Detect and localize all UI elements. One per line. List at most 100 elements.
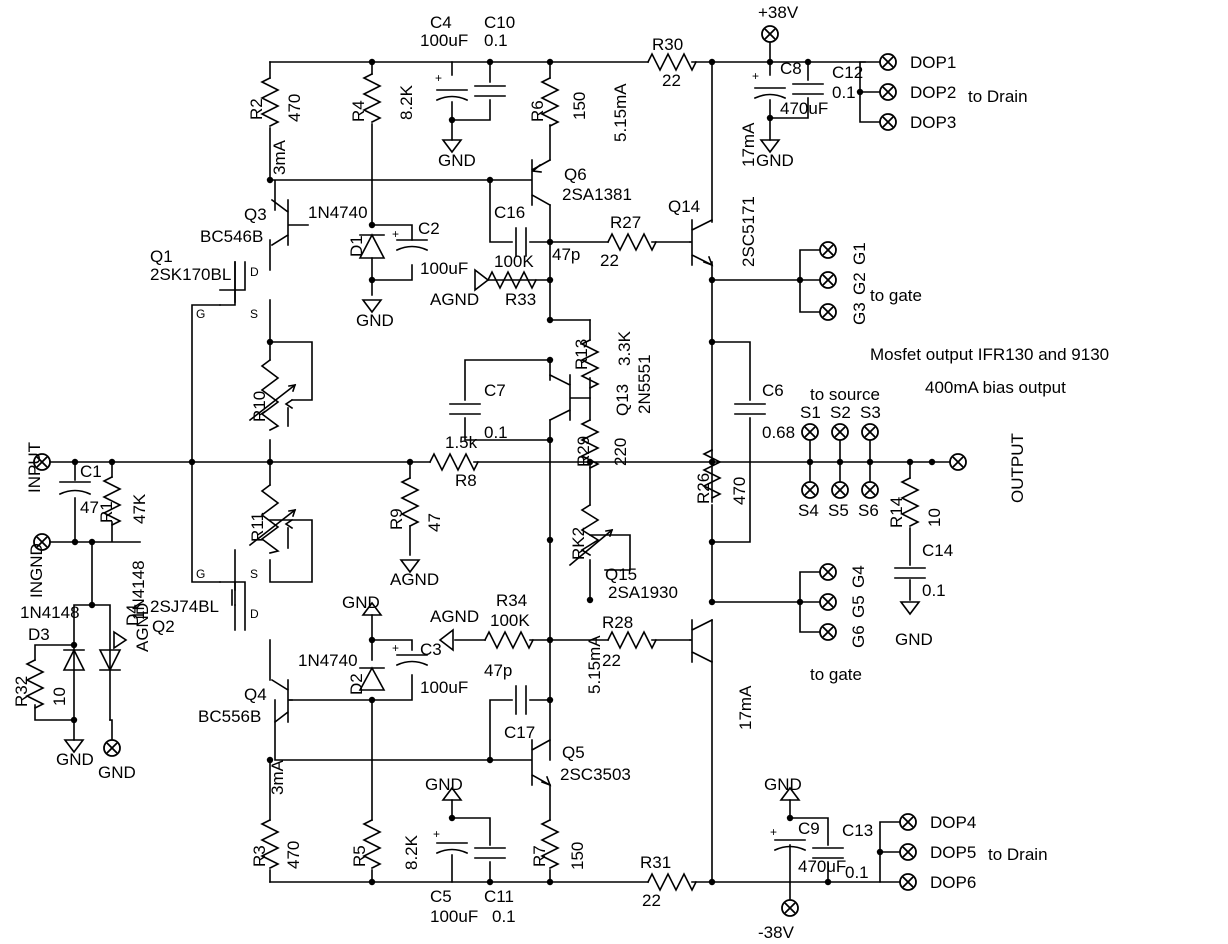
svg-text:AGND: AGND <box>430 607 479 626</box>
transistor-symbols <box>219 158 714 787</box>
svg-text:R8: R8 <box>455 471 477 490</box>
svg-text:2SJ74BL: 2SJ74BL <box>150 597 219 616</box>
svg-text:0.1: 0.1 <box>484 423 508 442</box>
svg-text:G4: G4 <box>849 565 868 588</box>
svg-text:Q4: Q4 <box>244 685 267 704</box>
svg-text:S4: S4 <box>798 501 819 520</box>
svg-text:470: 470 <box>285 94 304 122</box>
svg-text:D: D <box>250 607 259 621</box>
svg-text:100K: 100K <box>490 611 530 630</box>
svg-text:G3: G3 <box>850 302 869 325</box>
svg-text:R6: R6 <box>528 100 547 122</box>
svg-text:GND: GND <box>98 763 136 782</box>
svg-text:DOP1: DOP1 <box>910 53 956 72</box>
svg-text:R30: R30 <box>652 35 683 54</box>
svg-text:D3: D3 <box>28 625 50 644</box>
svg-text:Q2: Q2 <box>152 617 175 636</box>
svg-text:C8: C8 <box>780 59 802 78</box>
svg-text:AGND: AGND <box>430 290 479 309</box>
svg-text:R2: R2 <box>247 98 266 120</box>
svg-text:2SA1381: 2SA1381 <box>562 185 632 204</box>
svg-text:3.3K: 3.3K <box>615 330 634 366</box>
svg-text:Q14: Q14 <box>668 197 700 216</box>
svg-text:C12: C12 <box>832 63 863 82</box>
svg-text:Q13: Q13 <box>613 384 632 416</box>
svg-text:R33: R33 <box>505 290 536 309</box>
svg-text:Q6: Q6 <box>564 165 587 184</box>
svg-text:22: 22 <box>642 891 661 910</box>
svg-text:R13: R13 <box>572 339 591 370</box>
svg-text:22: 22 <box>600 251 619 270</box>
svg-text:D1: D1 <box>347 235 366 257</box>
svg-text:GND: GND <box>764 775 802 794</box>
svg-text:47: 47 <box>80 498 99 517</box>
svg-text:GND: GND <box>356 311 394 330</box>
svg-text:S: S <box>250 567 258 581</box>
svg-text:GND: GND <box>342 593 380 612</box>
svg-text:BC556B: BC556B <box>198 707 261 726</box>
svg-text:R1: R1 <box>97 501 116 523</box>
svg-text:10: 10 <box>50 687 69 706</box>
svg-text:R9: R9 <box>387 508 406 530</box>
svg-text:150: 150 <box>570 92 589 120</box>
svg-text:Q1: Q1 <box>150 247 173 266</box>
svg-text:C1: C1 <box>80 462 102 481</box>
svg-text:C3: C3 <box>420 640 442 659</box>
input-label: INPUT <box>25 442 44 493</box>
svg-text:+: + <box>392 641 399 655</box>
svg-text:to gate: to gate <box>810 665 862 684</box>
svg-text:22: 22 <box>602 651 621 670</box>
svg-text:220: 220 <box>611 438 630 466</box>
svg-text:100uF: 100uF <box>420 31 468 50</box>
svg-text:Mosfet output IFR130 and 9130: Mosfet output IFR130 and 9130 <box>870 345 1109 364</box>
svg-text:R10: R10 <box>250 391 269 422</box>
svg-text:S5: S5 <box>828 501 849 520</box>
svg-text:5.15mA: 5.15mA <box>585 635 604 694</box>
output-label: OUTPUT <box>1008 433 1027 503</box>
svg-text:2SC5171: 2SC5171 <box>739 196 758 267</box>
svg-text:0.1: 0.1 <box>832 83 856 102</box>
svg-text:3mA: 3mA <box>268 759 287 795</box>
svg-text:22: 22 <box>662 71 681 90</box>
svg-text:R4: R4 <box>349 100 368 122</box>
svg-text:R27: R27 <box>610 213 641 232</box>
svg-text:100uF: 100uF <box>420 678 468 697</box>
svg-text:+: + <box>752 69 759 83</box>
svg-text:10: 10 <box>925 508 944 527</box>
svg-text:2SK170BL: 2SK170BL <box>150 265 231 284</box>
svg-text:R32: R32 <box>12 676 31 707</box>
svg-text:1N4148: 1N4148 <box>20 603 80 622</box>
svg-text:470: 470 <box>284 841 303 869</box>
svg-text:C10: C10 <box>484 13 515 32</box>
svg-text:0.1: 0.1 <box>484 31 508 50</box>
svg-text:R14: R14 <box>887 497 906 528</box>
svg-text:C9: C9 <box>798 819 820 838</box>
svg-text:GND: GND <box>56 750 94 769</box>
svg-text:C2: C2 <box>418 219 440 238</box>
svg-text:DOP5: DOP5 <box>930 843 976 862</box>
svg-text:400mA bias output: 400mA bias output <box>925 378 1066 397</box>
svg-text:R29: R29 <box>574 436 593 467</box>
svg-text:47: 47 <box>425 513 444 532</box>
svg-text:1N4740: 1N4740 <box>298 651 358 670</box>
svg-text:C6: C6 <box>762 381 784 400</box>
svg-text:0.1: 0.1 <box>492 907 516 926</box>
svg-text:to Drain: to Drain <box>988 845 1048 864</box>
svg-text:47p: 47p <box>484 661 512 680</box>
junctions <box>70 58 936 886</box>
svg-text:100uF: 100uF <box>430 907 478 926</box>
svg-text:R26: R26 <box>694 473 713 504</box>
svg-text:0.1: 0.1 <box>922 581 946 600</box>
svg-text:470uF: 470uF <box>798 857 846 876</box>
svg-text:S: S <box>250 307 258 321</box>
svg-text:1N4740: 1N4740 <box>308 203 368 222</box>
svg-text:S3: S3 <box>860 403 881 422</box>
svg-text:+: + <box>435 71 442 85</box>
svg-text:G: G <box>196 307 205 321</box>
svg-text:GND: GND <box>895 630 933 649</box>
svg-text:R3: R3 <box>250 845 269 867</box>
neg-supply-terminal <box>781 899 799 917</box>
svg-text:C11: C11 <box>484 887 514 906</box>
pos-supply-terminal <box>761 25 779 43</box>
svg-text:AGND: AGND <box>390 570 439 589</box>
